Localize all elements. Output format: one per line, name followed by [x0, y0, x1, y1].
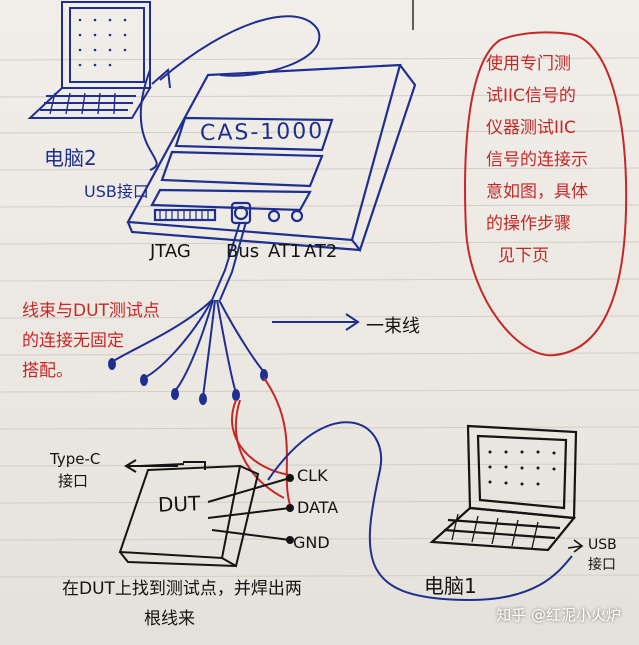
port-label-at1: AT1 — [268, 241, 302, 262]
laptop-pc1-icon — [429, 424, 578, 552]
dut-caption-line-2: 根线来 — [144, 609, 195, 629]
bundle-label: 一束线 — [366, 316, 420, 337]
pc1-label: 电脑1 — [424, 574, 477, 598]
port-label-bus: Bus — [226, 241, 260, 262]
pc1-usb-label: USB 接口 — [588, 535, 617, 575]
red-wires — [231, 377, 291, 506]
dut-caption: 在DUT上找到测试点，并焊出两 根线来 — [62, 574, 302, 634]
dut-board-icon — [118, 461, 291, 568]
side-note-line-5: 意如图，具体 — [486, 182, 588, 202]
dut-caption-line-1: 在DUT上找到测试点，并焊出两 — [62, 579, 302, 599]
usb-cable-pc2 — [139, 69, 158, 171]
usb-cable-pc1 — [267, 421, 573, 602]
typec-arrow-icon — [124, 459, 178, 473]
port-label-jtag: JTAG — [150, 241, 191, 262]
side-note-line-4: 信号的连接示 — [486, 150, 588, 170]
cable-note: 线束与DUT测试点 的连接无固定 搭配。 — [22, 296, 160, 386]
pc1-usb-line-2: 接口 — [588, 557, 616, 573]
usb-arrow-icon — [567, 539, 584, 553]
arrow-head-icon — [151, 67, 171, 89]
side-note-line-6: 的操作步骤 — [486, 214, 571, 234]
cable-note-line-2: 的连接无固定 — [22, 331, 124, 351]
cable-note-line-1: 线束与DUT测试点 — [22, 301, 160, 321]
pin-label-gnd: GND — [293, 533, 330, 552]
note-oval — [464, 31, 628, 357]
device-model-label: CAS-1000 — [199, 118, 325, 147]
typec-label: Type-C 接口 — [50, 448, 100, 492]
typec-label-line-1: Type-C — [50, 450, 101, 468]
arrow-right-icon — [272, 313, 360, 331]
cable-bundle — [111, 221, 265, 398]
pin-label-data: DATA — [297, 498, 339, 517]
port-label-at2: AT2 — [304, 241, 338, 262]
pc2-label: 电脑2 — [44, 146, 97, 170]
test-points — [286, 474, 294, 544]
side-note-line-7: 见下页 — [498, 246, 549, 266]
side-note-line-2: 试IIC信号的 — [486, 86, 576, 106]
dut-label: DUT — [157, 491, 201, 517]
pc1-usb-line-1: USB — [588, 537, 617, 553]
side-note-line-1: 使用专门测 — [486, 54, 571, 74]
side-note-line-3: 仪器测试IIC — [486, 118, 576, 138]
cas-device-icon — [126, 63, 417, 253]
laptop-pc2-icon — [27, 1, 152, 119]
pin-label-clk: CLK — [297, 466, 328, 485]
cable-note-line-3: 搭配。 — [22, 361, 73, 381]
side-note: 使用专门测 试IIC信号的 仪器测试IIC 信号的连接示 意如图，具体 的操作步… — [486, 48, 588, 272]
pc2-usb-label: USB接口 — [84, 182, 149, 201]
wire-ends — [108, 358, 268, 405]
typec-label-line-2: 接口 — [58, 472, 89, 490]
watermark: 知乎 @红泥小火炉 — [496, 606, 621, 624]
ruled-lines — [0, 57, 639, 578]
